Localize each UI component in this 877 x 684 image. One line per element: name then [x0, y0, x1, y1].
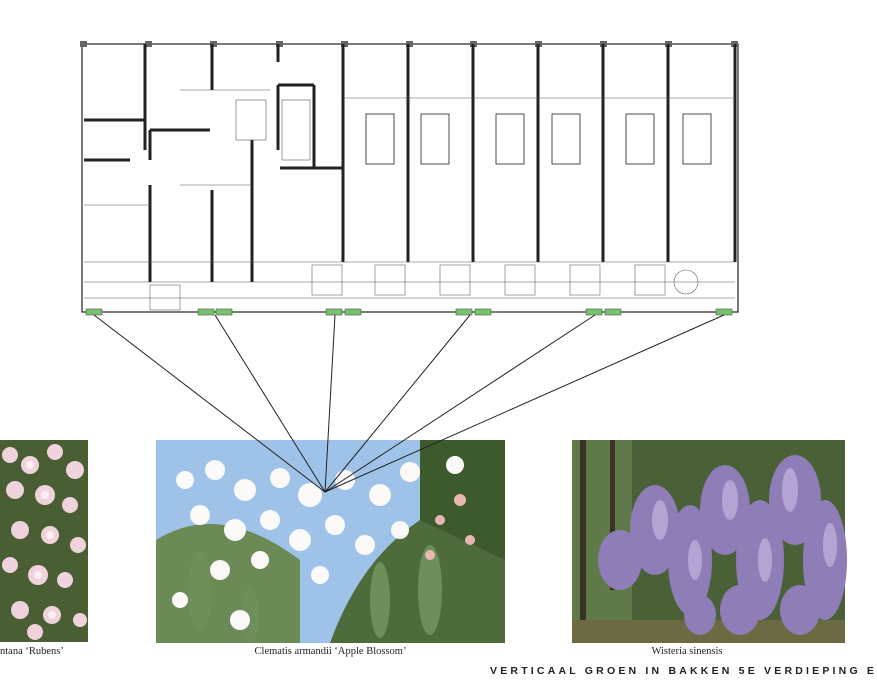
floor-plan [80, 41, 739, 313]
photo-clematis-montana [0, 440, 88, 642]
plan-interior [84, 89, 735, 299]
plan-walls-left [84, 44, 343, 282]
site-figure [0, 41, 847, 643]
photo-clematis-armandii [156, 440, 505, 643]
leader-lines [93, 314, 725, 493]
plan-walls-units [341, 44, 737, 262]
caption-clematis-armandii: Clematis armandii ‘Apple Blossom’ [254, 646, 407, 657]
photo-wisteria-sinensis [572, 440, 847, 643]
caption-clematis-montana: ntana ‘Rubens’ [0, 646, 64, 657]
caption-wisteria-sinensis: Wisteria sinensis [651, 646, 723, 657]
plan-bathrooms [365, 113, 712, 165]
sheet-title: VERTICAAL GROEN IN BAKKEN 5E VERDIEPING … [490, 665, 877, 677]
plan-balcony [149, 264, 699, 311]
